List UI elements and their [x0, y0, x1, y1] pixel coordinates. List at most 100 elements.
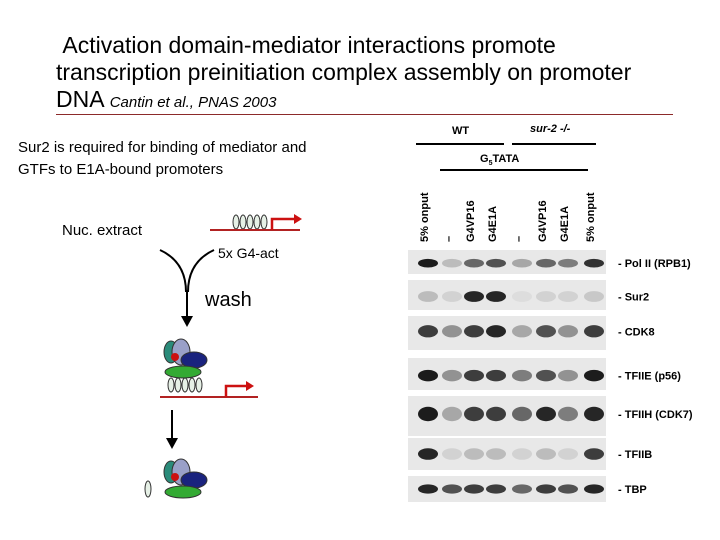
blot-strip-6	[408, 438, 606, 470]
blot-band	[442, 406, 462, 422]
blot-band	[418, 406, 438, 422]
subtitle-line-2: GTFs to E1A-bound promoters	[18, 161, 224, 178]
wash-label: wash	[205, 289, 252, 311]
band-label-3: - CDK8	[618, 326, 655, 338]
band-label-6: - TFIIB	[618, 449, 652, 461]
band-label-4: - TFIIE (p56)	[618, 371, 681, 383]
band-label-1: - Pol II (RPB1)	[618, 258, 691, 270]
tss-arrowhead-top	[294, 214, 302, 224]
activator-ovals-bound	[167, 377, 203, 393]
activator-ovals-top	[232, 214, 268, 230]
blot-band	[486, 406, 506, 422]
blot-band	[536, 484, 556, 494]
title-line-1: Activation domain-mediator interactions …	[56, 32, 696, 59]
band-labels: - Pol II (RPB1) - Sur2 - CDK8 - TFIIE (p56)…	[618, 258, 693, 496]
lane-label-8: 5% onput	[585, 192, 597, 242]
blot-band	[558, 448, 578, 460]
blot-band	[536, 406, 556, 422]
blot-band	[486, 291, 506, 302]
blot-band	[418, 369, 438, 382]
lane-label-6: G4VP16	[537, 200, 549, 242]
blot-band	[464, 258, 484, 268]
group-mutant-label: sur-2 -/-	[530, 123, 571, 135]
blot-strip-2	[408, 280, 606, 310]
band-label-2: - Sur2	[618, 292, 649, 304]
title-divider	[56, 114, 673, 115]
blot-band	[558, 258, 578, 268]
blot-band	[512, 325, 532, 338]
slide-title: Activation domain-mediator interactions …	[56, 32, 696, 116]
mediator-complex-top	[163, 338, 208, 379]
blot-band	[584, 448, 604, 460]
blot-band	[558, 291, 578, 302]
template-label: G5TATA	[480, 153, 519, 167]
blot-band	[464, 406, 484, 422]
blot-band	[558, 484, 578, 494]
blot-band	[486, 258, 506, 268]
blot-band	[442, 484, 462, 494]
blot-band	[486, 484, 506, 494]
blot-band	[464, 484, 484, 494]
blot-band	[418, 484, 438, 494]
blot-band	[584, 291, 604, 302]
blot-band	[442, 448, 462, 460]
blot-strip-3	[408, 316, 606, 350]
blot-band	[558, 406, 578, 422]
lane-label-2: –	[443, 236, 455, 242]
lane-label-7: G4E1A	[559, 206, 571, 242]
title-line-2: transcription preinitiation complex asse…	[56, 59, 632, 85]
blot-band	[584, 258, 604, 268]
blot-band	[418, 325, 438, 338]
blot-band	[442, 369, 462, 382]
blot-band	[464, 325, 484, 338]
band-label-5: - TFIIH (CDK7)	[618, 409, 693, 421]
title-line-1-text: Activation domain-mediator interactions …	[62, 32, 556, 58]
release-arrowhead	[166, 438, 178, 449]
lane-label-4: G4E1A	[487, 206, 499, 242]
blot-band	[418, 291, 438, 302]
blot-band	[584, 406, 604, 422]
blot-strip-4	[408, 358, 606, 390]
blot-band	[464, 448, 484, 460]
promoter-label: 5x G4-act	[218, 245, 279, 261]
slide-subtitle: Sur2 is required for binding of mediator…	[18, 137, 388, 181]
blot-band	[442, 325, 462, 338]
blot-band	[536, 448, 556, 460]
lane-labels: 5% onput – G4VP16 G4E1A – G4VP16 G4E1A 5% onput	[419, 192, 597, 242]
lane-label-5: –	[513, 236, 525, 242]
blot-band	[442, 291, 462, 302]
tss-arrowhead-bound	[246, 381, 254, 391]
blot-band	[512, 258, 532, 268]
blot-band	[558, 325, 578, 338]
western-blot-figure: WT sur-2 -/- G5TATA 5% onput – G4VP16 G4E1A…	[408, 123, 693, 502]
blot-band	[536, 325, 556, 338]
blot-band	[536, 369, 556, 382]
mediator-complex-eluted	[144, 458, 208, 499]
wash-arrowhead	[181, 316, 193, 327]
lane-label-1: 5% onput	[419, 192, 431, 242]
blot-band	[512, 448, 532, 460]
blot-band	[486, 448, 506, 460]
subtitle-line-1: Sur2 is required for binding of mediator…	[18, 139, 307, 156]
blot-band	[418, 258, 438, 268]
blot-band	[536, 291, 556, 302]
blot-band	[512, 369, 532, 382]
tss-arrow-bound	[224, 384, 246, 397]
blot-strips	[408, 250, 606, 502]
blot-band	[442, 258, 462, 268]
nuclear-extract-label: Nuc. extract	[62, 222, 143, 239]
blot-band	[584, 484, 604, 494]
blot-band	[486, 325, 506, 338]
converge-line-right	[187, 249, 215, 293]
blot-band	[418, 448, 438, 460]
blot-band	[512, 484, 532, 494]
title-line-3: DNA Cantin et al., PNAS 2003	[56, 86, 696, 116]
title-citation: Cantin et al., PNAS 2003	[109, 94, 277, 111]
blot-band	[536, 258, 556, 268]
blot-band	[584, 369, 604, 382]
blot-band	[512, 406, 532, 422]
group-wt-label: WT	[452, 125, 469, 137]
blot-band	[558, 369, 578, 382]
lane-label-3: G4VP16	[465, 200, 477, 242]
blot-band	[486, 369, 506, 382]
